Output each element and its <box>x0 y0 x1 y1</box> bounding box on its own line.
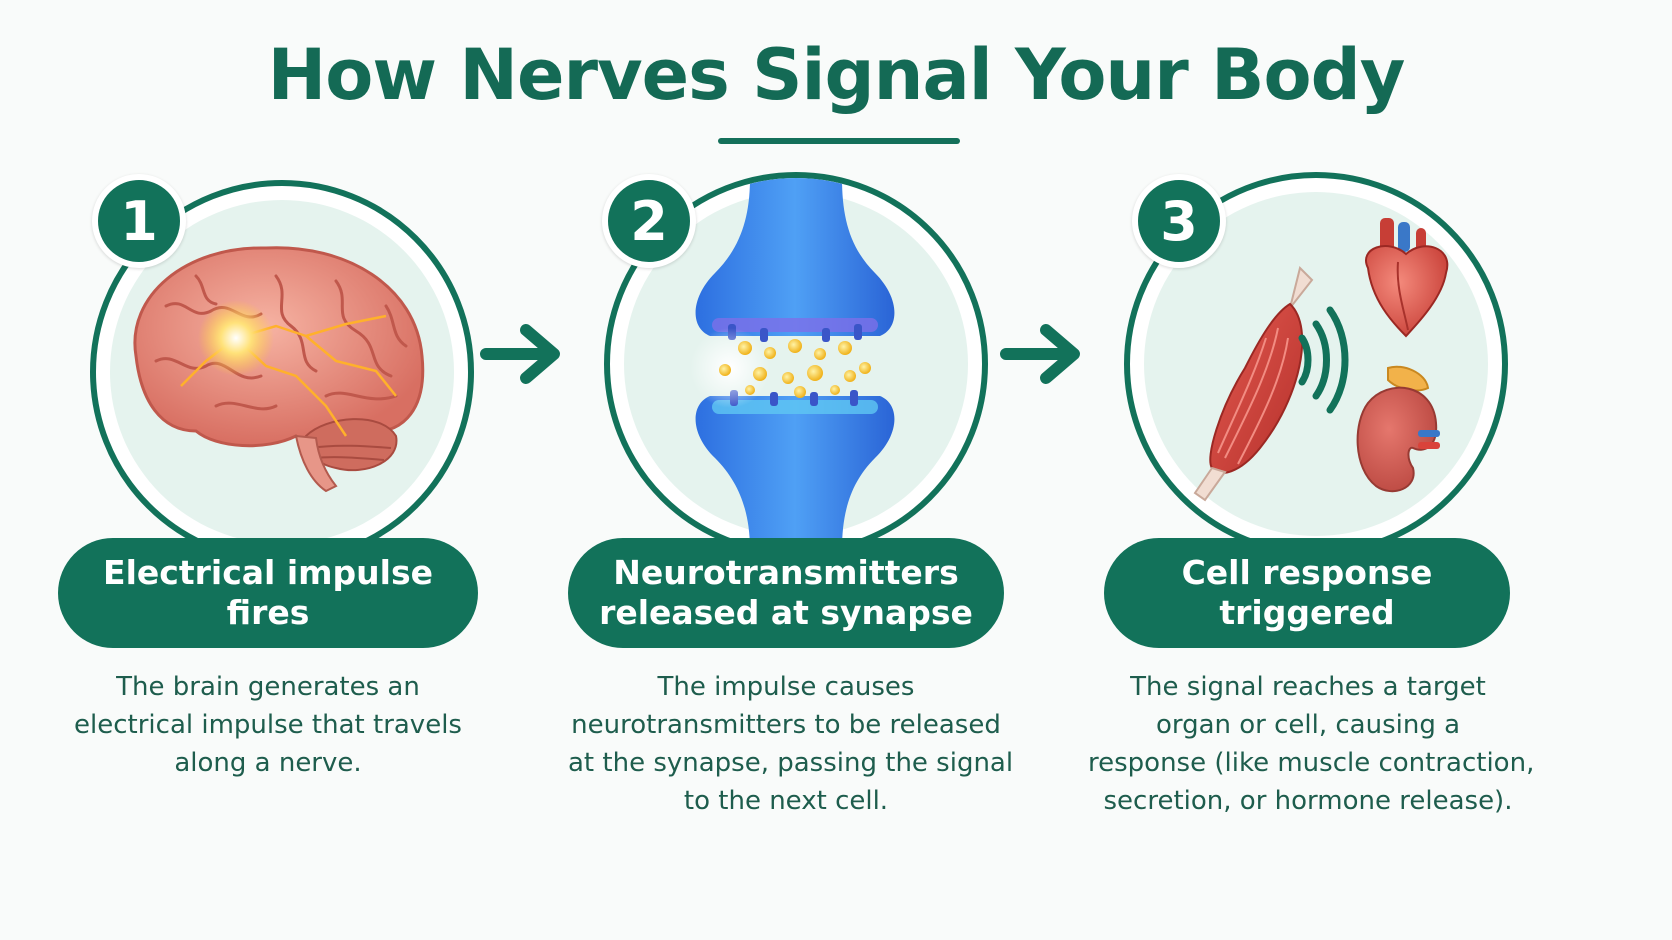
arrow-right-icon <box>1000 324 1080 384</box>
step-2-number-badge: 2 <box>602 174 696 268</box>
step-2-description: The impulse causes neurotransmitters to … <box>568 672 1014 816</box>
step-2-heading: Neurotransmitters released at synapse <box>568 538 1004 648</box>
arrow-right-icon <box>480 324 560 384</box>
organs-icon <box>1193 218 1449 502</box>
brain-icon <box>133 246 425 493</box>
step-1-description: The brain generates an electrical impuls… <box>74 672 462 778</box>
step-3-number-badge: 3 <box>1132 174 1226 268</box>
step-1-heading: Electrical impulse fires <box>58 538 478 648</box>
synapse-icon <box>690 178 895 550</box>
title-underline <box>718 138 960 144</box>
step-3-heading: Cell response triggered <box>1104 538 1510 648</box>
step-1-number-badge: 1 <box>92 174 186 268</box>
page-title: How Nerves Signal Your Body <box>267 34 1406 116</box>
step-3-description: The signal reaches a target organ or cel… <box>1088 672 1535 816</box>
